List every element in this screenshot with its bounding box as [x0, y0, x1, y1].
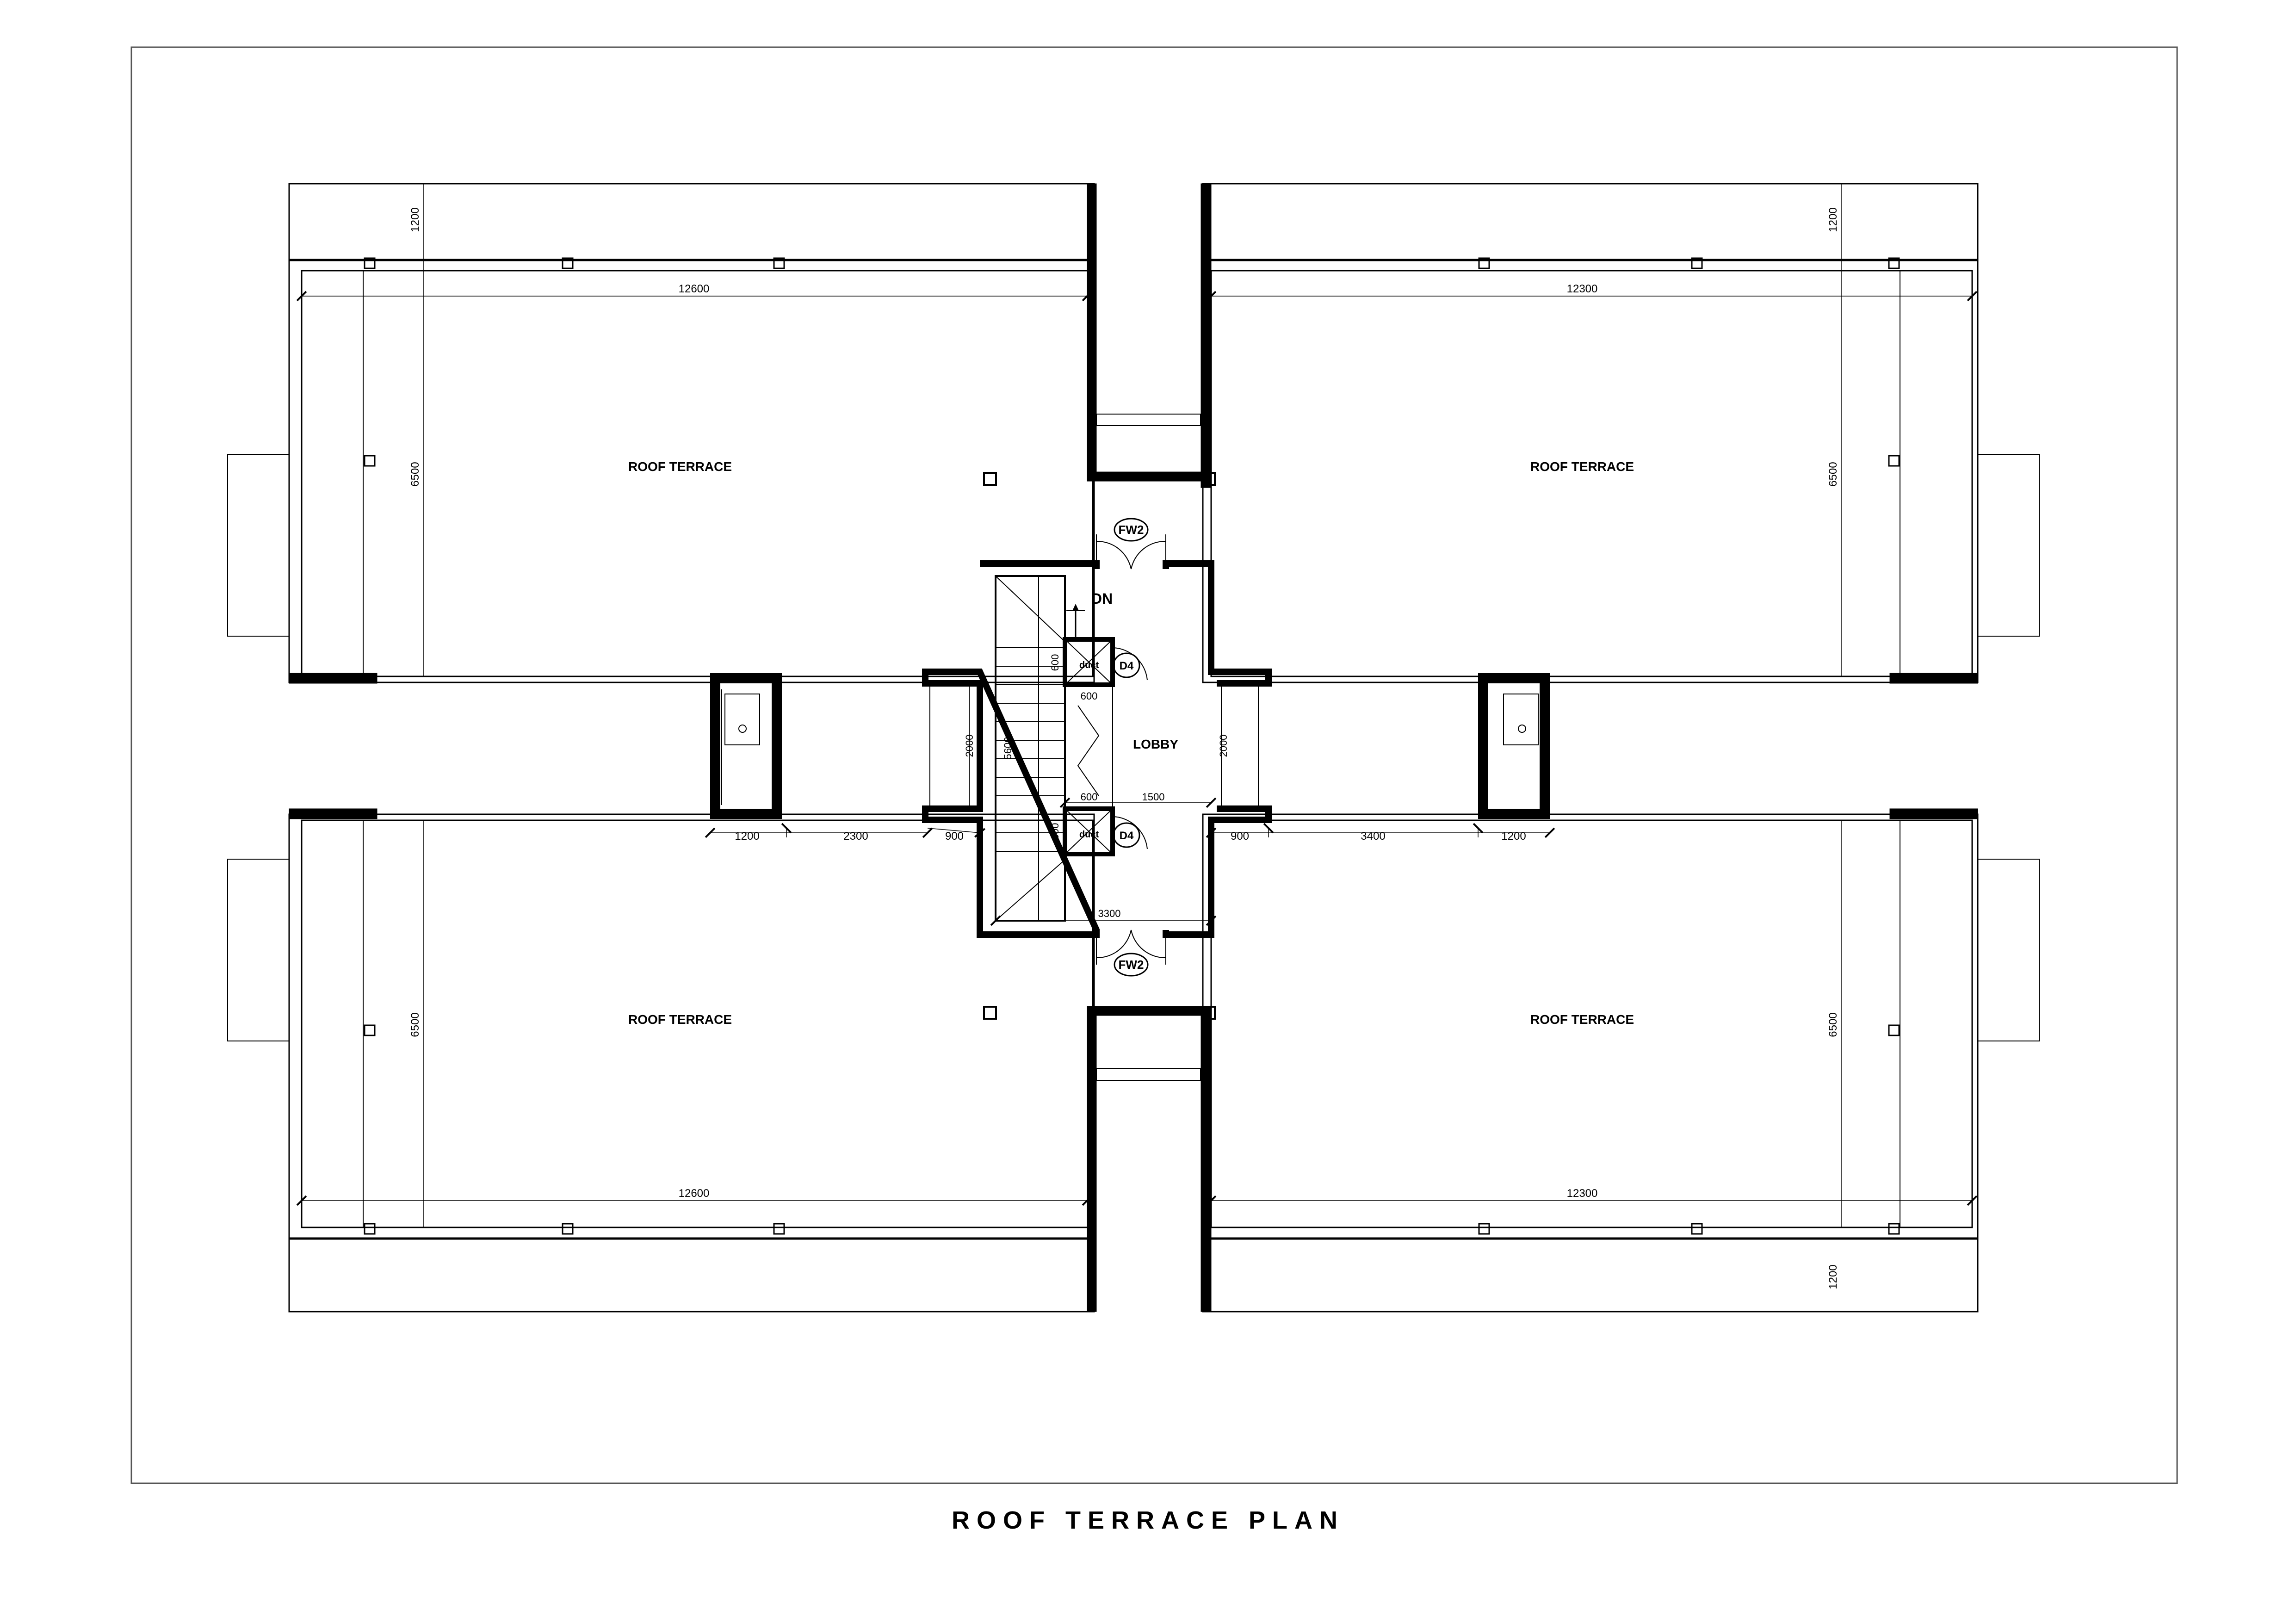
horizontal-dimension-string [705, 823, 1555, 838]
column-tr-2 [1691, 257, 1703, 269]
tag-d-bottom-bubble [1113, 822, 1140, 848]
dim-duct-600-b: 600 [1081, 690, 1098, 702]
dim-wing-2000-right: 2000 [1218, 735, 1229, 757]
dim-right-3400: 3400 [1361, 830, 1385, 842]
tag-d-bottom: D4 [1120, 830, 1134, 842]
label-duct-bottom: duct [1079, 830, 1099, 840]
dim-depth-tr: 6500 [1827, 462, 1839, 486]
column-bl-1 [364, 1223, 376, 1235]
label-terrace-tl: ROOF TERRACE [628, 459, 732, 474]
dim-wing-2000-left: 2000 [964, 735, 975, 757]
dim-duct-600-d: 600 [1049, 823, 1061, 840]
dim-duct-600-a: 600 [1049, 654, 1061, 671]
label-lobby: LOBBY [1133, 737, 1178, 751]
tag-fw-top-bubble [1114, 518, 1149, 542]
terrace-bottom-right [1201, 808, 2040, 1313]
terrace-bottom-left [227, 808, 1203, 1313]
sink-left [724, 694, 760, 745]
duct-bottom [1063, 806, 1115, 856]
dim-stair-5600: 5600 [1002, 737, 1014, 760]
dim-core-3300: 3300 [1098, 908, 1121, 919]
connectors [377, 414, 1890, 1081]
column-tr-1 [1478, 257, 1490, 269]
tag-fw-top: FW2 [1119, 523, 1144, 537]
label-duct-top: duct [1079, 660, 1099, 670]
tag-fw-bottom: FW2 [1119, 958, 1144, 972]
dim-width-tl: 12600 [679, 283, 710, 295]
dim-lobby-1500: 1500 [1142, 791, 1165, 803]
column-tl-1 [364, 257, 376, 269]
column-tr-5 [1202, 472, 1216, 486]
column-tl-5 [983, 472, 997, 486]
dim-depth-bl: 6500 [409, 1012, 421, 1037]
dim-parapet-br: 1200 [1827, 1264, 1839, 1289]
parapet-outer-tl [288, 183, 1095, 683]
column-bl-3 [773, 1223, 785, 1235]
parapet-outer-bl [288, 813, 1095, 1313]
column-br-1 [1478, 1223, 1490, 1235]
column-bl-5 [983, 1006, 997, 1020]
column-bl-4 [364, 1024, 376, 1036]
stair-box-bl [227, 859, 290, 1041]
column-tr-3 [1888, 257, 1900, 269]
column-tl-3 [773, 257, 785, 269]
parapet-outer-tr [1202, 183, 1979, 683]
label-stair-dn: DN [1091, 590, 1113, 607]
stair-treads [996, 647, 1065, 852]
dim-left-2300: 2300 [843, 830, 868, 842]
column-tl-4 [364, 455, 376, 467]
dim-parapet-tl: 1200 [409, 207, 421, 232]
central-core [922, 518, 1272, 977]
column-br-5 [1202, 1006, 1216, 1020]
dim-width-br: 12300 [1567, 1187, 1598, 1200]
dim-width-bl: 12600 [679, 1187, 710, 1200]
dim-right-900: 900 [1231, 830, 1249, 842]
stair-box-tl [227, 454, 290, 637]
column-tl-2 [562, 257, 574, 269]
drawing-title: ROOF TERRACE PLAN [952, 1506, 1344, 1534]
parapet-outer-br [1202, 813, 1979, 1313]
tag-fw-bottom-bubble [1114, 953, 1149, 977]
tag-d-top-bubble [1113, 652, 1140, 678]
column-tr-4 [1888, 455, 1900, 467]
dim-depth-br: 6500 [1827, 1012, 1839, 1037]
dim-width-tr: 12300 [1567, 283, 1598, 295]
duct-top [1063, 637, 1115, 687]
label-terrace-bl: ROOF TERRACE [628, 1012, 732, 1027]
column-br-2 [1691, 1223, 1703, 1235]
dim-duct-600-c: 600 [1081, 791, 1098, 803]
dim-left-1200: 1200 [735, 830, 759, 842]
terrace-top-left [227, 183, 1203, 684]
label-terrace-tr: ROOF TERRACE [1530, 459, 1634, 474]
sink-right [1503, 694, 1539, 745]
dim-right-1200: 1200 [1501, 830, 1526, 842]
tag-d-top: D4 [1120, 660, 1134, 672]
dimension-labels: 12600 12300 12600 12300 6500 6500 6500 6… [409, 207, 1839, 1289]
column-bl-2 [562, 1223, 574, 1235]
room-labels: ROOF TERRACE ROOF TERRACE ROOF TERRACE R… [628, 459, 1634, 1027]
terrace-top-right [1201, 183, 2040, 684]
column-br-3 [1888, 1223, 1900, 1235]
dim-depth-tl: 6500 [409, 462, 421, 486]
label-terrace-br: ROOF TERRACE [1530, 1012, 1634, 1027]
sheet-border [130, 46, 2178, 1484]
dim-left-900: 900 [945, 830, 964, 842]
stair-box-tr [1977, 454, 2040, 637]
stair-box-br [1977, 859, 2040, 1041]
dim-parapet-tr: 1200 [1827, 207, 1839, 232]
column-br-4 [1888, 1024, 1900, 1036]
